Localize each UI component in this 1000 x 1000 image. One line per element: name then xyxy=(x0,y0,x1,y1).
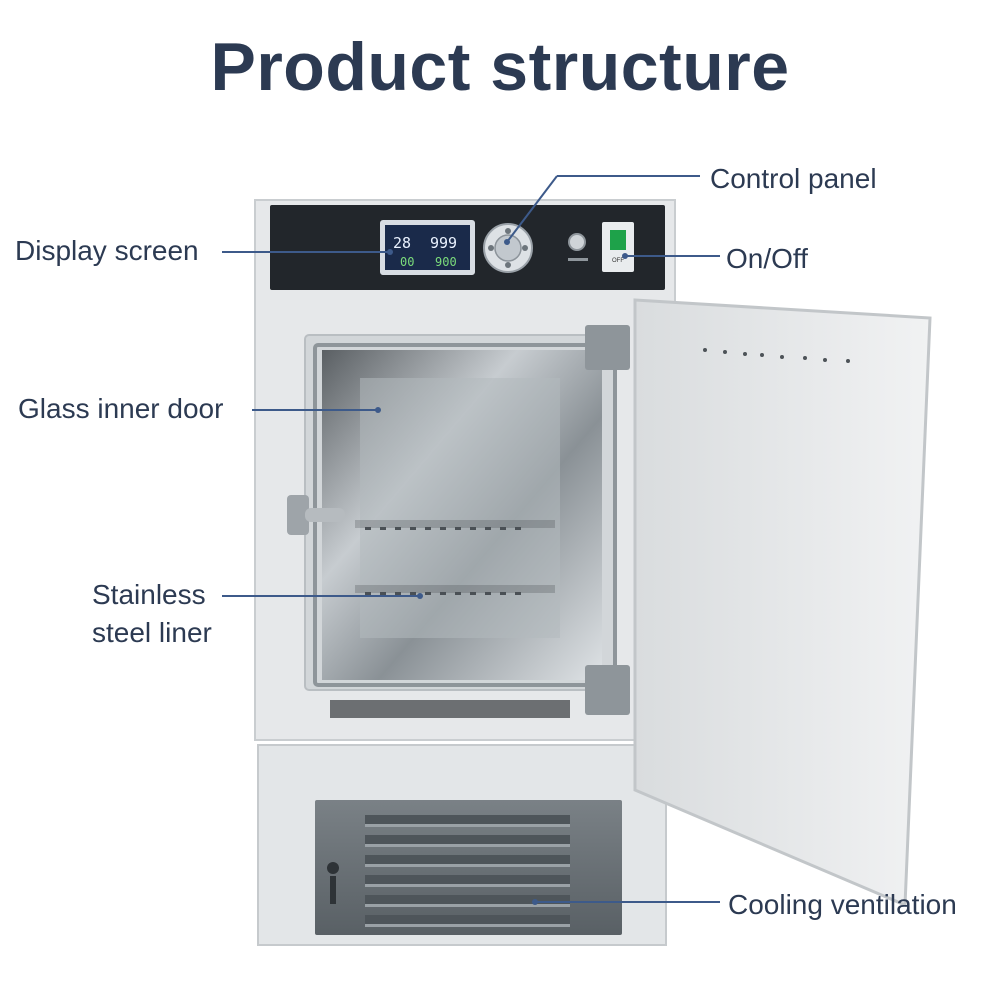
indicator-light xyxy=(568,233,586,251)
door-dots xyxy=(703,348,850,363)
switch-label-bottom: OFF xyxy=(612,258,624,264)
drain-tray xyxy=(330,700,570,718)
page-title: Product structure xyxy=(210,29,790,105)
display-row2-left: 00 xyxy=(400,255,414,269)
label-stainless-line1: Stainless xyxy=(92,579,206,610)
vent-louvers xyxy=(365,815,570,925)
display-screen xyxy=(385,225,470,270)
display-row1-right: 999 xyxy=(430,234,457,252)
label-glass-inner-door: Glass inner door xyxy=(18,393,224,424)
leader-lines xyxy=(222,175,720,903)
leader-control-panel xyxy=(506,175,558,243)
display-row1-left: 28 xyxy=(393,234,411,252)
lower-hinge xyxy=(585,665,630,715)
label-display-screen: Display screen xyxy=(15,235,199,266)
label-on-off: On/Off xyxy=(726,243,808,274)
outer-door xyxy=(633,298,932,908)
label-stainless-line2: steel liner xyxy=(92,617,212,648)
display-row2-right: 900 xyxy=(435,255,457,269)
label-cooling-ventilation: Cooling ventilation xyxy=(728,889,957,920)
perforated-shelves xyxy=(355,520,555,593)
vent-lock xyxy=(327,862,339,874)
label-control-panel: Control panel xyxy=(710,163,877,194)
upper-hinge xyxy=(585,325,630,370)
door-latch xyxy=(287,495,309,535)
